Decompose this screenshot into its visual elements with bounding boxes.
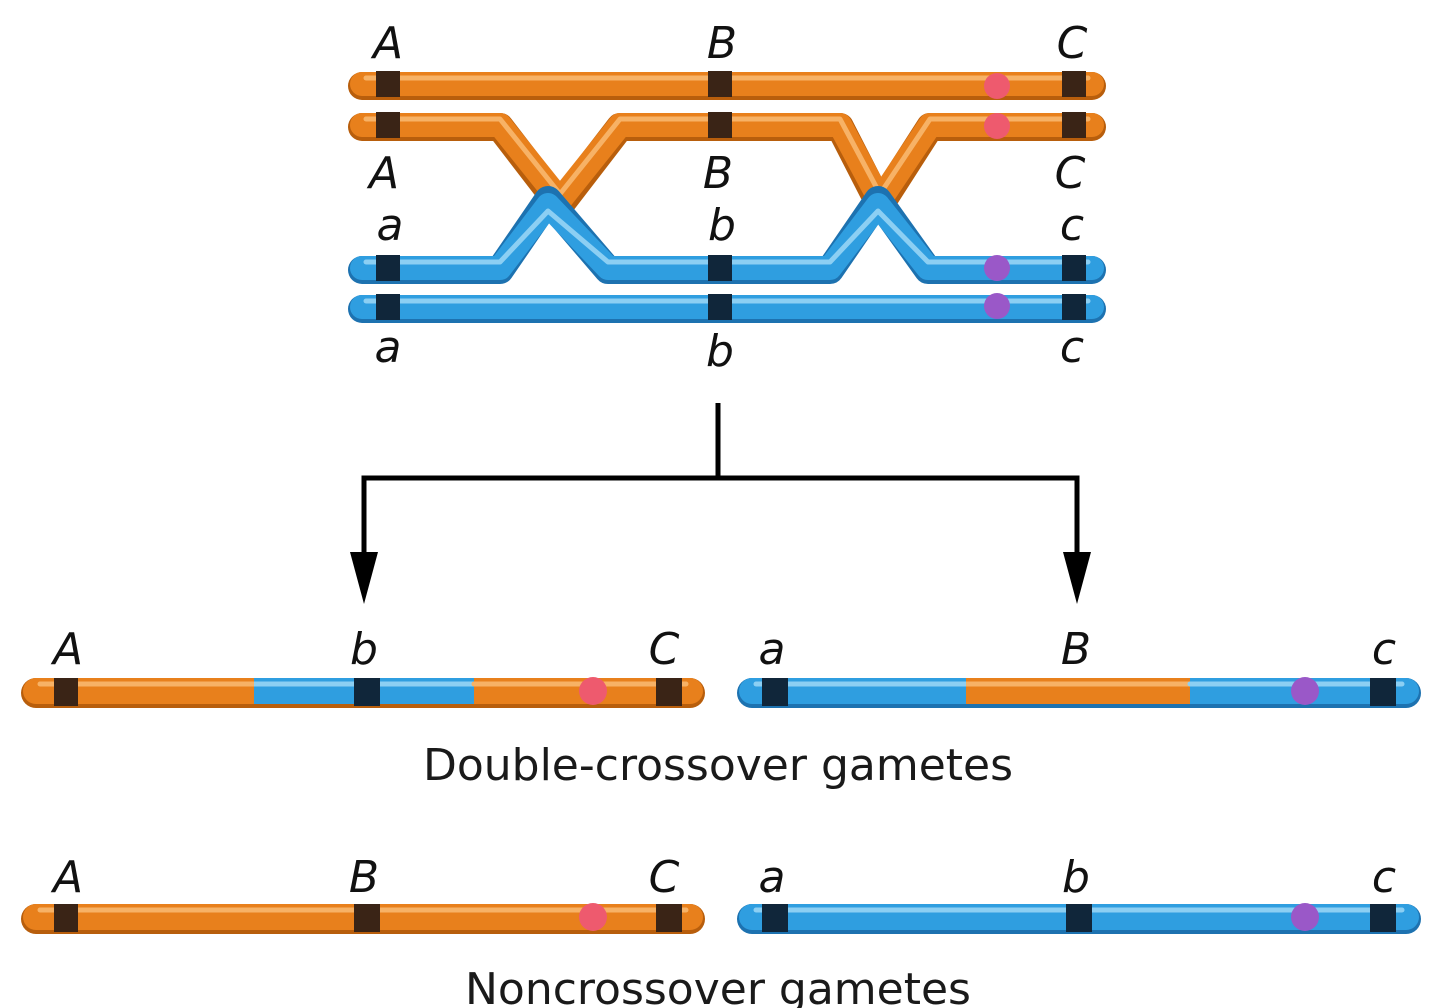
nco-left-label-3: C [649, 852, 680, 903]
nco-left-label-1: A [50, 852, 83, 903]
dco-right-label-2: B [1061, 624, 1091, 675]
branch-arrows [350, 403, 1091, 604]
dco-right-label-1: a [759, 624, 786, 675]
parental-labels: A B C A B C a b c a b c [366, 18, 1088, 377]
label-top-1: A [370, 18, 403, 69]
dco-right-label-3: c [1372, 624, 1396, 675]
label-top-3: C [1057, 18, 1088, 69]
nco-right-label-1: a [759, 852, 786, 903]
noncrossover-caption: Noncrossover gametes [465, 964, 971, 1008]
double-crossover-gametes: A b C a B c Double-crossover gametes [21, 624, 1421, 791]
nco-left-label-2: B [349, 852, 379, 903]
label-bottom-3: c [1060, 322, 1084, 373]
parental-centromeres [984, 73, 1010, 319]
dco-left-label-3: C [649, 624, 680, 675]
label-bottom-2: b [706, 326, 734, 377]
dco-left-label-1: A [50, 624, 83, 675]
label-top-2: B [707, 18, 737, 69]
arrow-down-right-icon [1063, 552, 1091, 604]
dco-gamete-right [737, 677, 1421, 708]
dco-left-label-2: b [350, 624, 378, 675]
noncrossover-gametes: A B C a b c Noncrossover gametes [21, 852, 1421, 1008]
dco-gamete-left [21, 677, 705, 708]
parental-gene-bands [376, 71, 1086, 320]
label-third-2: b [708, 200, 736, 251]
arrow-down-left-icon [350, 552, 378, 604]
label-second-3: C [1055, 148, 1086, 199]
label-third-1: a [377, 200, 404, 251]
parental-tetrad: A B C A B C a b c a b c [348, 18, 1106, 377]
nco-right-label-3: c [1372, 852, 1396, 903]
nco-gamete-left [21, 903, 705, 934]
label-bottom-1: a [375, 322, 402, 373]
nco-gamete-right [737, 903, 1421, 934]
label-second-1: A [366, 148, 399, 199]
nco-right-label-2: b [1062, 852, 1090, 903]
double-crossover-caption: Double-crossover gametes [423, 740, 1013, 791]
label-second-2: B [703, 148, 733, 199]
label-third-3: c [1060, 200, 1084, 251]
